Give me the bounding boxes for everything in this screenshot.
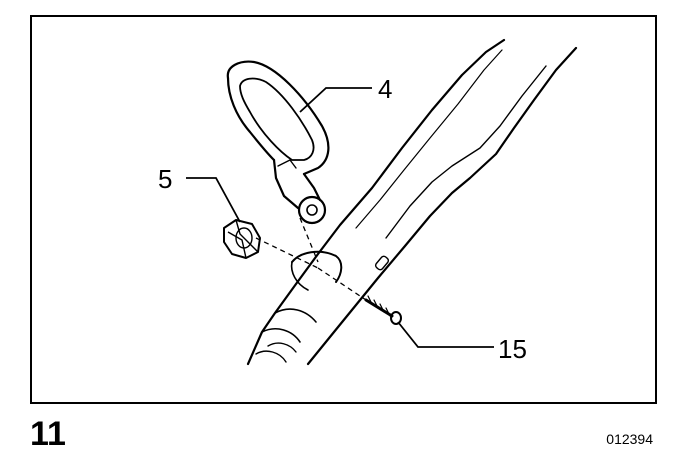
bolt-part — [364, 295, 402, 325]
diagram-frame — [30, 15, 657, 404]
trimmer-shaft — [246, 38, 578, 366]
handle-part — [226, 60, 330, 225]
figure-number: 11 — [30, 415, 66, 453]
leader-lines — [186, 87, 494, 348]
image-code: 012394 — [606, 431, 653, 447]
leader-line-5 — [186, 177, 241, 223]
callout-15: 15 — [498, 334, 527, 364]
leader-line-15 — [397, 321, 494, 348]
callout-4: 4 — [378, 74, 392, 104]
callout-5: 5 — [158, 164, 172, 194]
leader-line-4 — [299, 87, 372, 113]
nut-part — [223, 219, 261, 259]
assembly-guides — [255, 217, 367, 301]
